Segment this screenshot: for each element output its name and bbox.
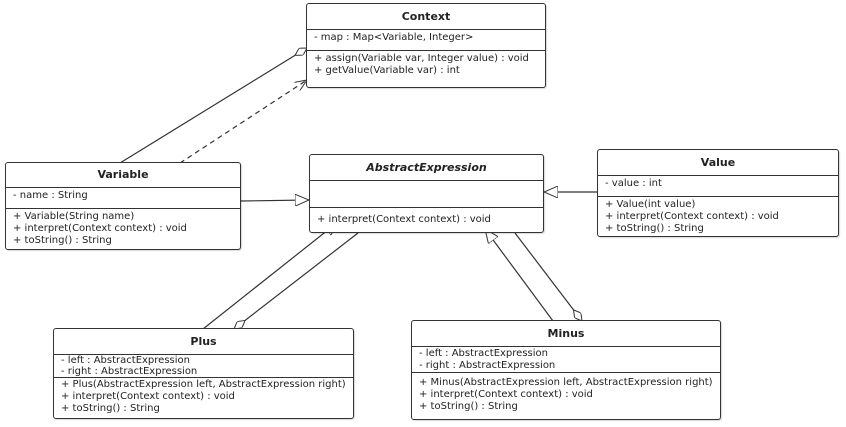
attribute: - left : AbstractExpression	[61, 355, 190, 366]
attributes-compartment	[310, 181, 543, 208]
class-minus: Minus - left : AbstractExpression - righ…	[411, 320, 721, 420]
attribute: - left : AbstractExpression	[419, 348, 548, 359]
class-abstractexpression: AbstractExpression + interpret(Context c…	[309, 154, 544, 233]
operation: + assign(Variable var, Integer value) : …	[314, 53, 529, 64]
attribute: - right : AbstractExpression	[419, 360, 556, 371]
aggregation-plus-left-right	[234, 232, 359, 329]
operations-compartment: + assign(Variable var, Integer value) : …	[307, 51, 545, 77]
operation: + toString() : String	[419, 401, 518, 412]
class-variable: Variable - name : String + Variable(Stri…	[5, 162, 241, 250]
attribute: - name : String	[13, 190, 88, 201]
operation: + interpret(Context context) : void	[317, 214, 491, 225]
generalization-variable-abstractexpression	[240, 200, 309, 201]
operation: + toString() : String	[605, 223, 704, 234]
aggregation-context-variable	[119, 48, 307, 164]
operations-compartment: + Minus(AbstractExpression left, Abstrac…	[412, 373, 720, 413]
class-value: Value - value : int + Value(int value) +…	[597, 149, 839, 237]
attribute: - right : AbstractExpression	[61, 366, 198, 377]
attributes-compartment: - value : int	[598, 176, 838, 197]
operation: + toString() : String	[61, 403, 160, 414]
operation: + toString() : String	[13, 235, 112, 246]
class-name: Value	[598, 150, 838, 176]
operation: + interpret(Context context) : void	[605, 211, 779, 222]
generalization-plus-abstractexpression	[202, 222, 338, 330]
operation: + interpret(Context context) : void	[61, 391, 235, 402]
operation: + Minus(AbstractExpression left, Abstrac…	[419, 377, 713, 388]
attribute: - value : int	[605, 178, 662, 189]
attributes-compartment: - left : AbstractExpression - right : Ab…	[54, 355, 353, 378]
class-name: Context	[307, 4, 545, 30]
class-plus: Plus - left : AbstractExpression - right…	[53, 328, 354, 419]
class-name: Plus	[54, 329, 353, 355]
operation: + interpret(Context context) : void	[419, 389, 593, 400]
operation: + interpret(Context context) : void	[13, 223, 187, 234]
operations-compartment: + Plus(AbstractExpression left, Abstract…	[54, 378, 353, 415]
class-name: AbstractExpression	[310, 155, 543, 181]
dependency-variable-context	[179, 80, 307, 164]
operation: + Plus(AbstractExpression left, Abstract…	[61, 379, 346, 390]
class-context: Context - map : Map<Variable, Integer> +…	[306, 3, 546, 88]
class-name: Variable	[6, 163, 240, 188]
operations-compartment: + interpret(Context context) : void	[310, 208, 543, 226]
attribute: - map : Map<Variable, Integer>	[314, 32, 474, 43]
operations-compartment: + Value(int value) + interpret(Context c…	[598, 197, 838, 235]
class-name: Minus	[412, 321, 720, 347]
operations-compartment: + Variable(String name) + interpret(Cont…	[6, 209, 240, 247]
operation: + Variable(String name)	[13, 211, 135, 222]
operation: + Value(int value)	[605, 199, 696, 210]
aggregation-minus-left-right	[514, 232, 582, 321]
attributes-compartment: - map : Map<Variable, Integer>	[307, 30, 545, 51]
operation: + getValue(Variable var) : int	[314, 65, 460, 76]
attributes-compartment: - name : String	[6, 188, 240, 209]
attributes-compartment: - left : AbstractExpression - right : Ab…	[412, 347, 720, 373]
generalization-minus-abstractexpression	[485, 229, 554, 322]
